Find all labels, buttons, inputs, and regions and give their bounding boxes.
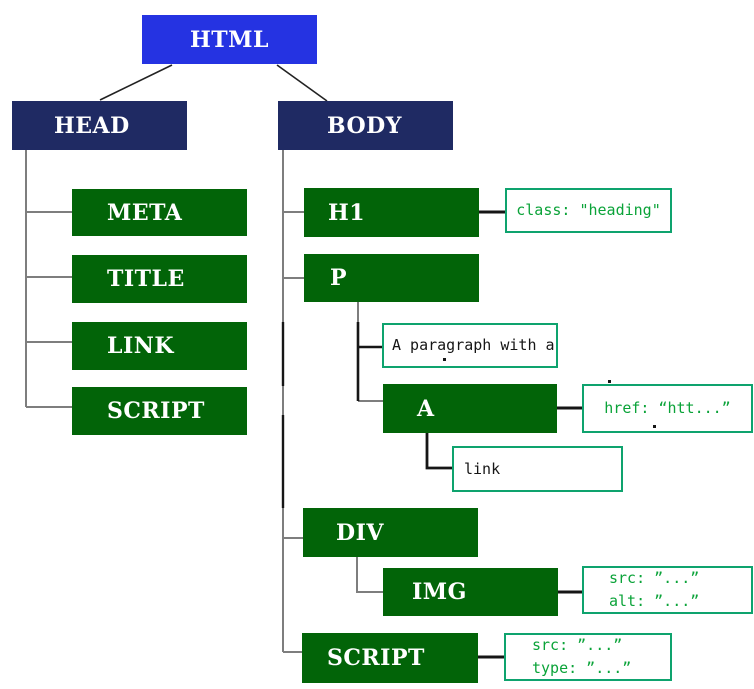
annotation-img-src-line: src: ”...” [609,569,700,587]
node-title-label: TITLE [107,266,185,292]
node-html-label: HTML [190,26,269,53]
node-link-label: LINK [107,333,174,359]
node-script-body: SCRIPT [302,633,478,683]
annotation-script-attrs: src: ”...” type: ”...” [504,633,672,681]
connector-p-children [356,322,382,401]
connector-html-body [276,64,328,102]
node-img: IMG [383,568,558,616]
annotation-p-text: A paragraph with a [382,323,558,368]
node-script-head-label: SCRIPT [107,398,205,424]
node-meta: META [72,189,247,236]
node-p-label: P [330,265,348,291]
stray-dot [608,380,611,383]
node-h1: H1 [304,188,479,237]
annotation-h1-class: class: "heading" [505,188,672,233]
node-a: A [383,384,557,433]
node-body: BODY [278,101,453,150]
node-script-head: SCRIPT [72,387,247,435]
connector-p-stub [357,302,383,402]
node-div-label: DIV [336,519,384,546]
connector-html-head [99,64,173,101]
node-p: P [304,254,479,302]
node-title: TITLE [72,255,247,303]
annotation-h1-class-text: class: "heading" [516,201,661,219]
annotation-a-href-text: href: “htt...” [604,399,731,417]
stray-dot [443,358,446,361]
node-html: HTML [142,15,317,64]
annotation-a-href: href: “htt...” [582,384,753,433]
node-img-label: IMG [412,579,467,605]
connector-head-children [25,150,72,408]
node-head: HEAD [12,101,187,150]
node-link: LINK [72,322,247,370]
annotation-p-text-line: A paragraph with a [392,336,555,354]
node-div: DIV [303,508,478,557]
node-h1-label: H1 [328,199,366,226]
connector-body-children [282,150,304,653]
node-head-label: HEAD [54,112,130,139]
annotation-img-attrs: src: ”...” alt: ”...” [582,566,753,614]
node-a-label: A [417,395,435,422]
node-meta-label: META [107,199,183,226]
annotation-a-text-line: link [464,459,501,478]
node-script-body-label: SCRIPT [327,645,425,671]
connector-a-link [425,433,452,470]
stray-dot [653,425,656,428]
node-body-label: BODY [327,112,402,139]
annotation-script-src-line: src: ”...” [532,636,623,654]
annotation-img-alt-line: alt: ”...” [609,592,700,610]
connector-div-img [356,557,383,593]
annotation-script-type-line: type: ”...” [532,659,632,677]
annotation-a-text: link [452,446,623,492]
